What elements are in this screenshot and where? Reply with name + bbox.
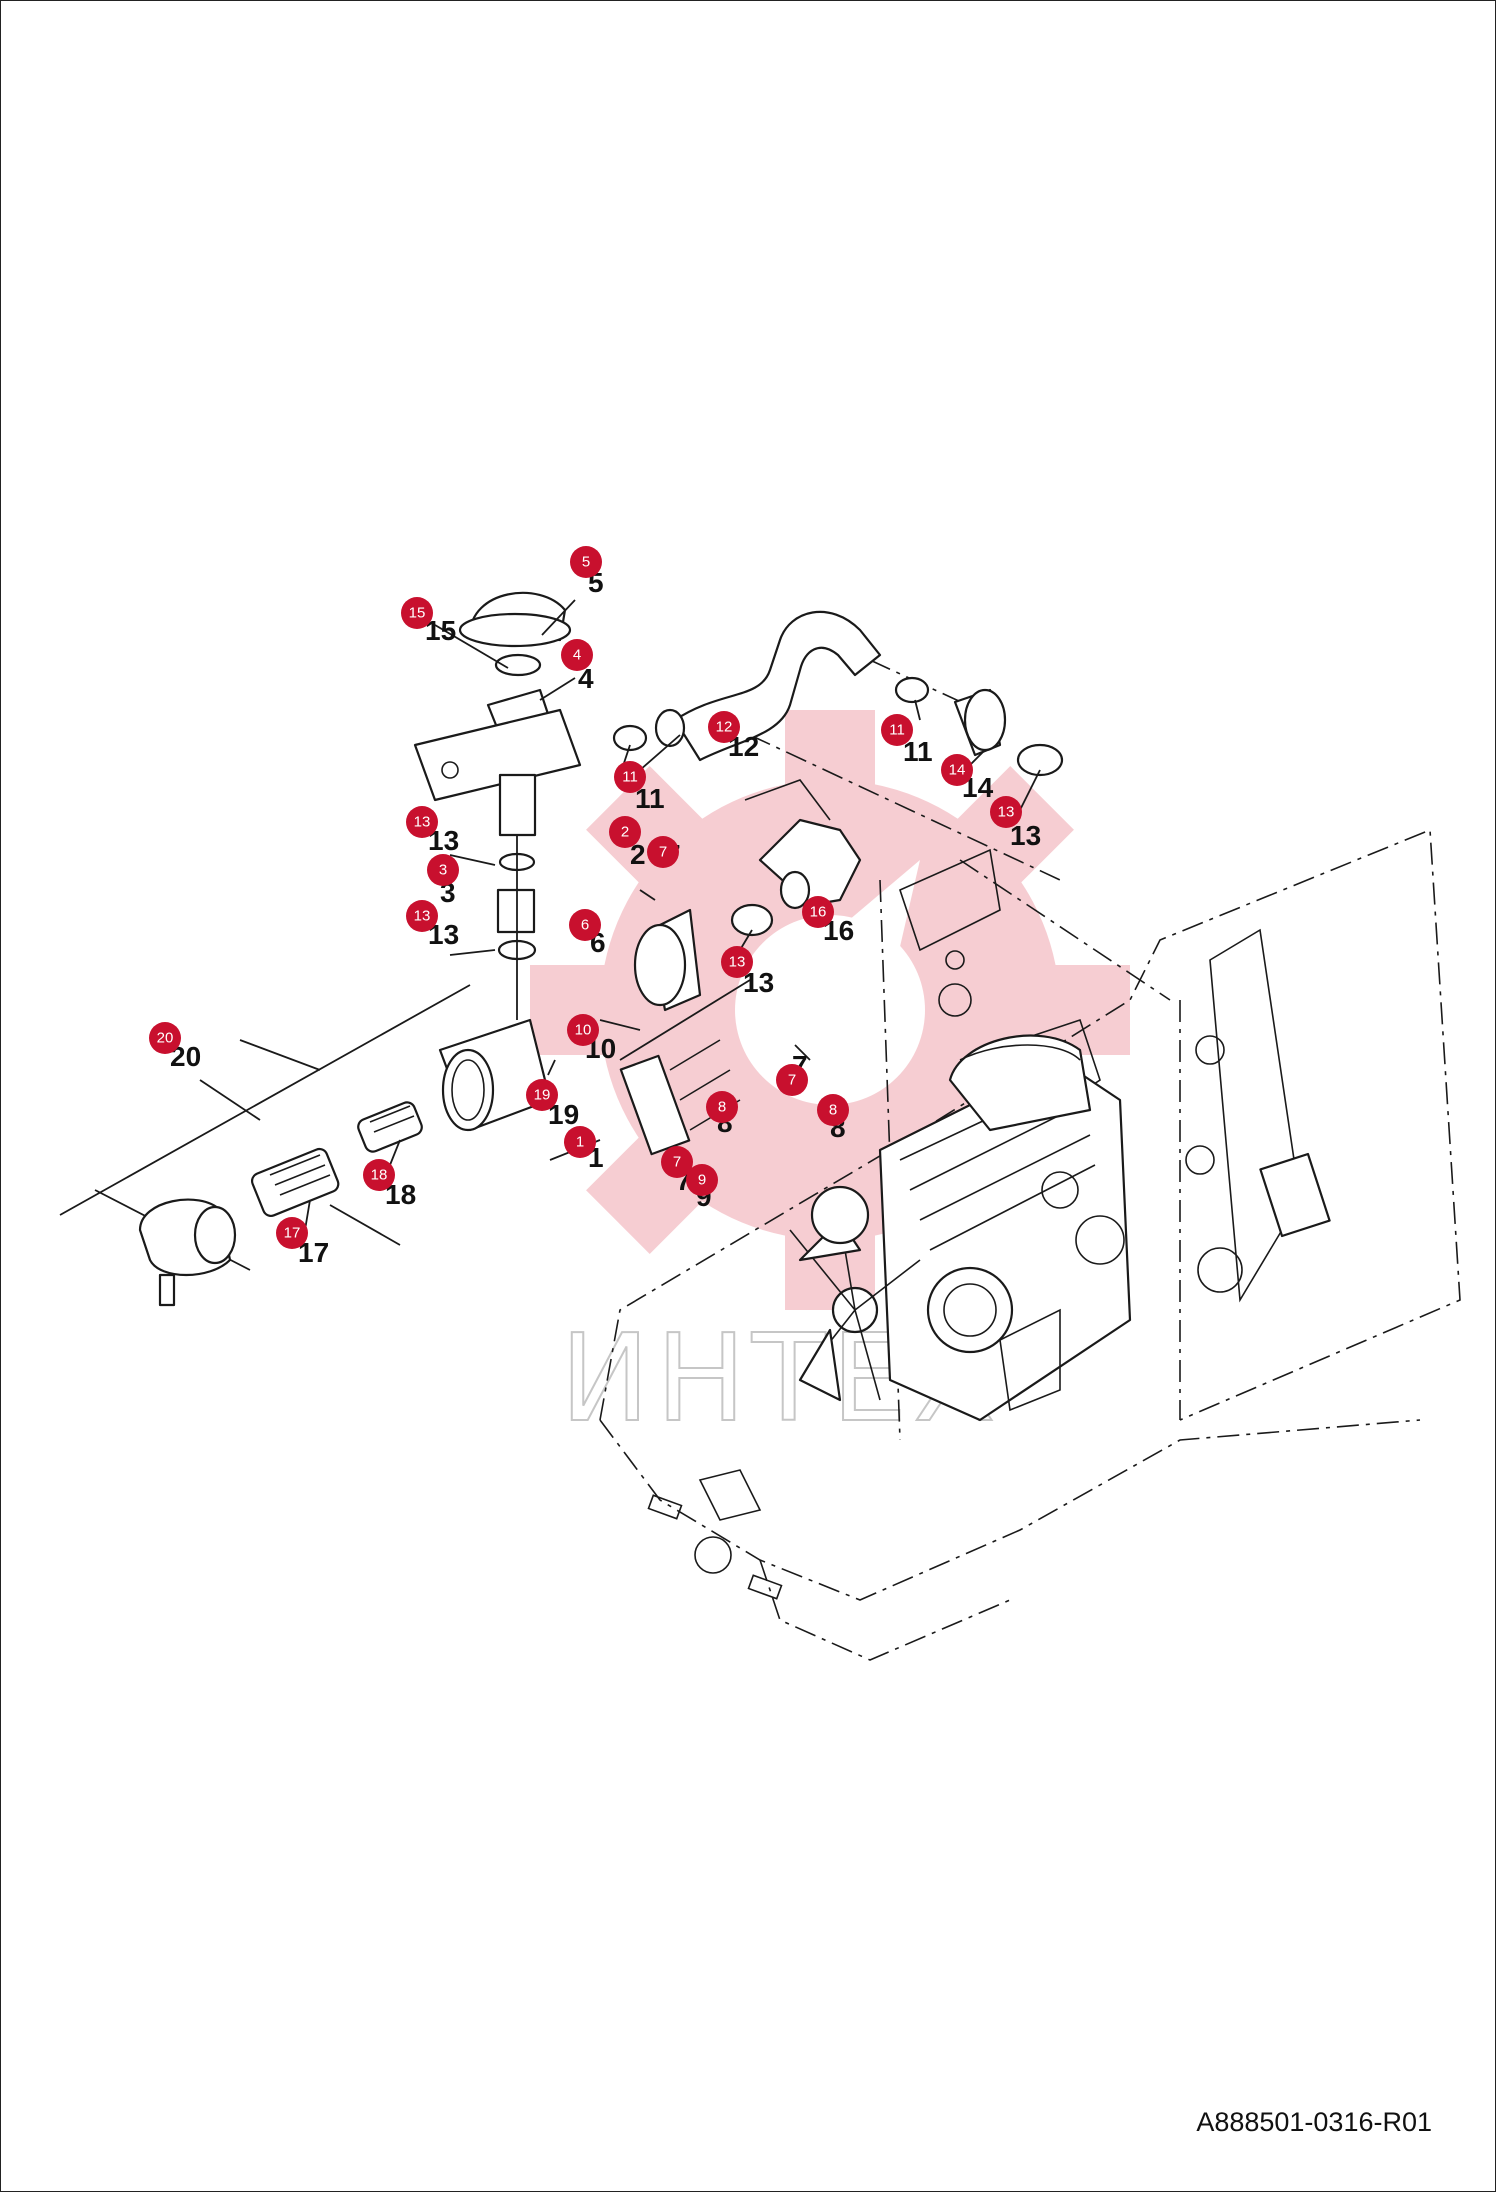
machine-frame [599,659,1461,1661]
callout-badge: 8 [817,1094,849,1126]
svg-text:19: 19 [534,1087,551,1104]
precleaner-column [413,591,582,1020]
clamp-11a [612,724,648,752]
svg-text:7: 7 [673,1154,681,1171]
svg-text:5: 5 [582,554,590,571]
svg-text:7: 7 [788,1072,796,1089]
svg-text:3: 3 [439,862,447,879]
callout-badge: 13 [721,946,753,978]
callout-badge: 2 [609,816,641,848]
engine-assembly [789,1034,1132,1422]
callout-badge: 7 [776,1064,808,1096]
svg-text:13: 13 [998,804,1015,821]
svg-text:13: 13 [414,814,431,831]
callout-badge: 7 [647,836,679,868]
svg-text:16: 16 [810,904,827,921]
callout-badge: 9 [686,1164,718,1196]
callout-badge: 12 [708,711,740,743]
svg-text:9: 9 [698,1172,706,1189]
callout-badge: 1 [564,1126,596,1158]
svg-text:18: 18 [371,1167,388,1184]
svg-text:17: 17 [284,1225,301,1242]
callout-badge: 10 [567,1014,599,1046]
svg-text:4: 4 [573,647,581,664]
svg-text:20: 20 [157,1030,174,1047]
callout-badge: 5 [570,546,602,578]
svg-text:2: 2 [621,824,629,841]
part-number: 4 [578,663,594,694]
callout-badge: 19 [526,1079,558,1111]
callout-badge: 13 [990,796,1022,828]
callout-badges: 5 15 4 11 12 11 14 13 13 2 7 3 13 6 16 1… [149,546,1022,1249]
callout-badge: 13 [406,900,438,932]
svg-text:12: 12 [716,719,733,736]
callout-badge: 4 [561,639,593,671]
callout-badge: 11 [614,761,646,793]
svg-text:13: 13 [729,954,746,971]
svg-text:15: 15 [409,605,426,622]
svg-text:11: 11 [889,722,905,739]
callout-badge: 8 [706,1091,738,1123]
document-id: A888501-0316-R01 [1196,2107,1432,2137]
callout-badge: 3 [427,854,459,886]
callout-badge: 11 [881,714,913,746]
callout-badge: 16 [802,896,834,928]
part-number: 13 [1010,820,1041,851]
svg-text:6: 6 [581,917,589,934]
svg-text:7: 7 [659,844,667,861]
svg-text:13: 13 [414,908,431,925]
air-cleaner-assembly [59,908,751,1307]
part-number: 2 [630,839,646,870]
callout-badge: 7 [661,1146,693,1178]
callout-badge: 18 [363,1159,395,1191]
svg-text:8: 8 [718,1099,726,1116]
callout-badge: 14 [941,754,973,786]
svg-text:8: 8 [829,1102,837,1119]
callout-badge: 6 [569,909,601,941]
svg-text:10: 10 [575,1022,592,1039]
svg-text:1: 1 [576,1134,584,1151]
callout-badge: 13 [406,806,438,838]
svg-text:14: 14 [949,762,966,779]
callout-badge: 17 [276,1217,308,1249]
callout-badge: 20 [149,1022,181,1054]
svg-text:11: 11 [622,769,638,786]
callout-badge: 15 [401,597,433,629]
